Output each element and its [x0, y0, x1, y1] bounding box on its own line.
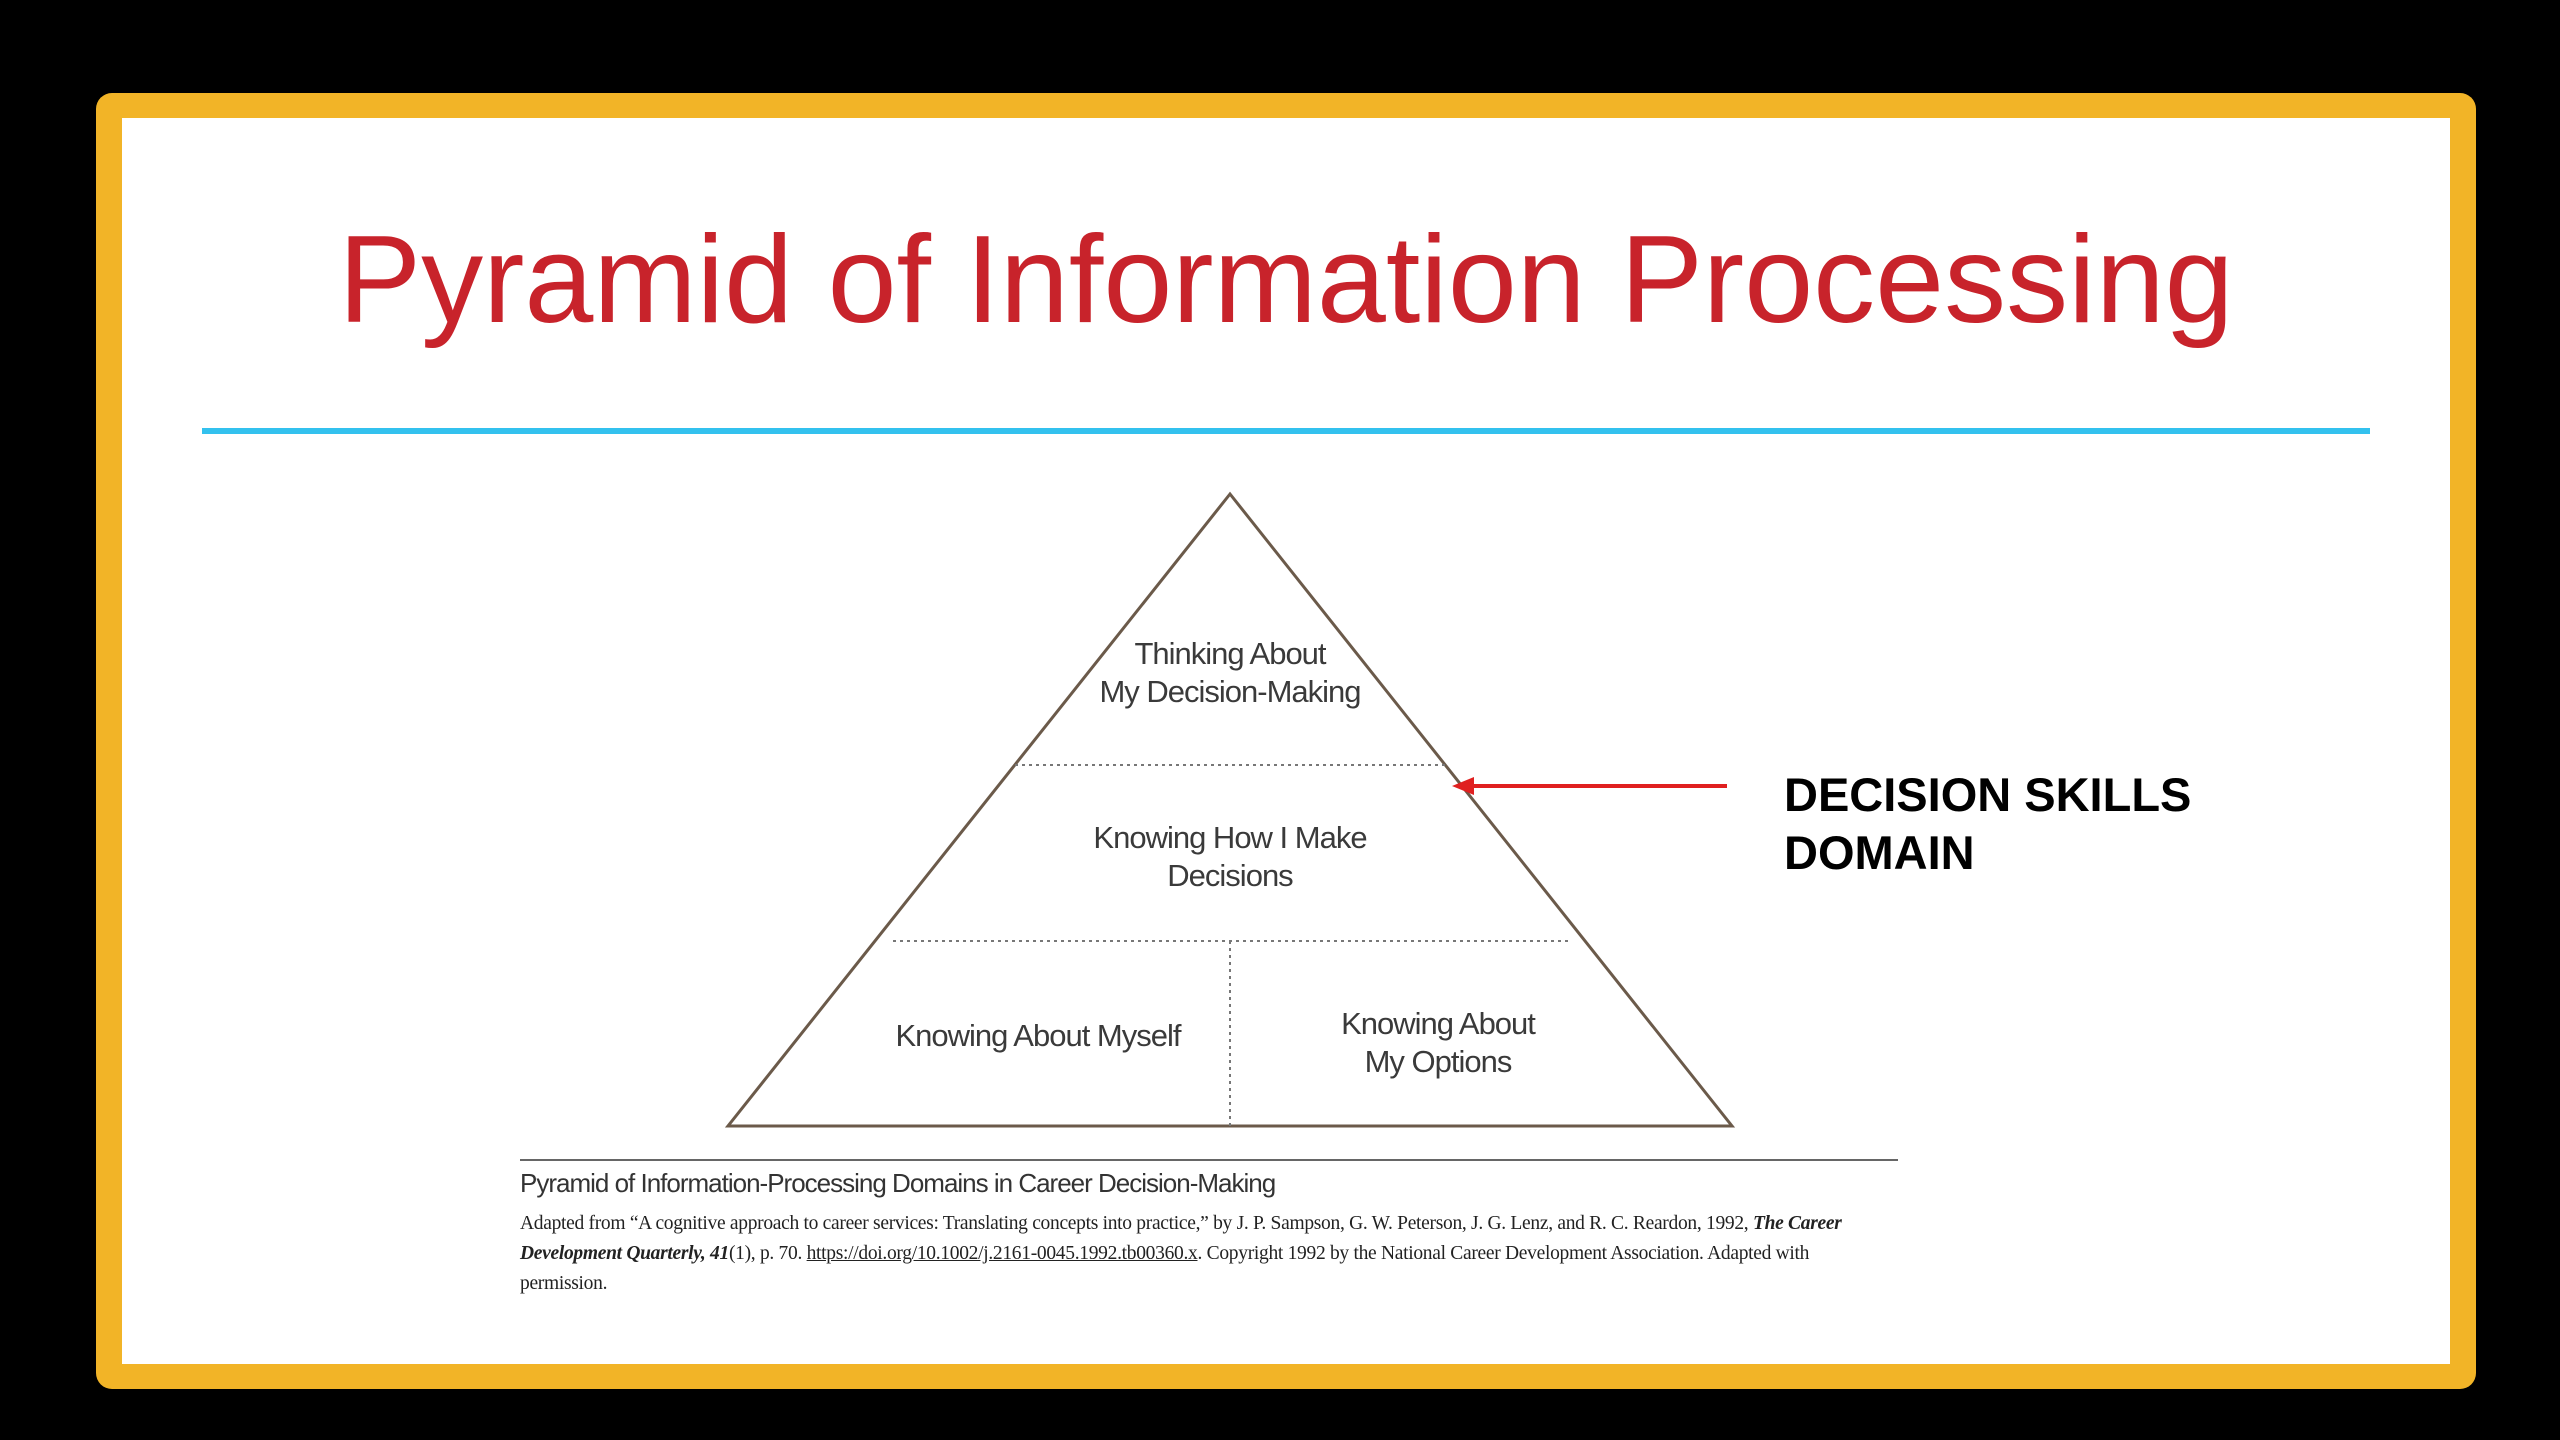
tier-bottom-right-line1: Knowing About	[1341, 1006, 1536, 1041]
tier-top-line1: Thinking About	[1134, 636, 1326, 671]
title-divider	[202, 428, 2370, 434]
pyramid-diagram: Thinking About My Decision-Making Knowin…	[520, 491, 1898, 1161]
caption-title: Pyramid of Information-Processing Domain…	[520, 1168, 1276, 1198]
tier-middle-line1: Knowing How I Make	[1093, 820, 1366, 855]
tier-bottom-right-line2: My Options	[1365, 1044, 1512, 1079]
figure-caption: Pyramid of Information-Processing Domain…	[520, 1168, 1900, 1299]
caption-journal: The Career Development Quarterly, 41	[520, 1213, 1842, 1264]
tier-top-line2: My Decision-Making	[1099, 674, 1360, 709]
caption-doi-link[interactable]: https://doi.org/10.1002/j.2161-0045.1992…	[806, 1243, 1198, 1264]
decision-skills-domain-label: DECISION SKILLS DOMAIN	[1784, 768, 2192, 879]
slide: Pyramid of Information Processing Thinki…	[122, 118, 2450, 1364]
caption-body: Adapted from “A cognitive approach to ca…	[520, 1209, 1900, 1299]
pyramid-outline	[724, 491, 1736, 1128]
left-arrow-icon	[1452, 777, 1727, 795]
tier-middle-line2: Decisions	[1167, 858, 1293, 893]
caption-citation: Adapted from “A cognitive approach to ca…	[520, 1213, 1749, 1234]
tier-bottom-left: Knowing About Myself	[895, 1018, 1181, 1053]
slide-title: Pyramid of Information Processing	[338, 211, 2234, 349]
caption-copyright: . Copyright 1992 by the National Career …	[520, 1243, 1810, 1294]
caption-issue-page: (1), p. 70.	[728, 1243, 803, 1264]
